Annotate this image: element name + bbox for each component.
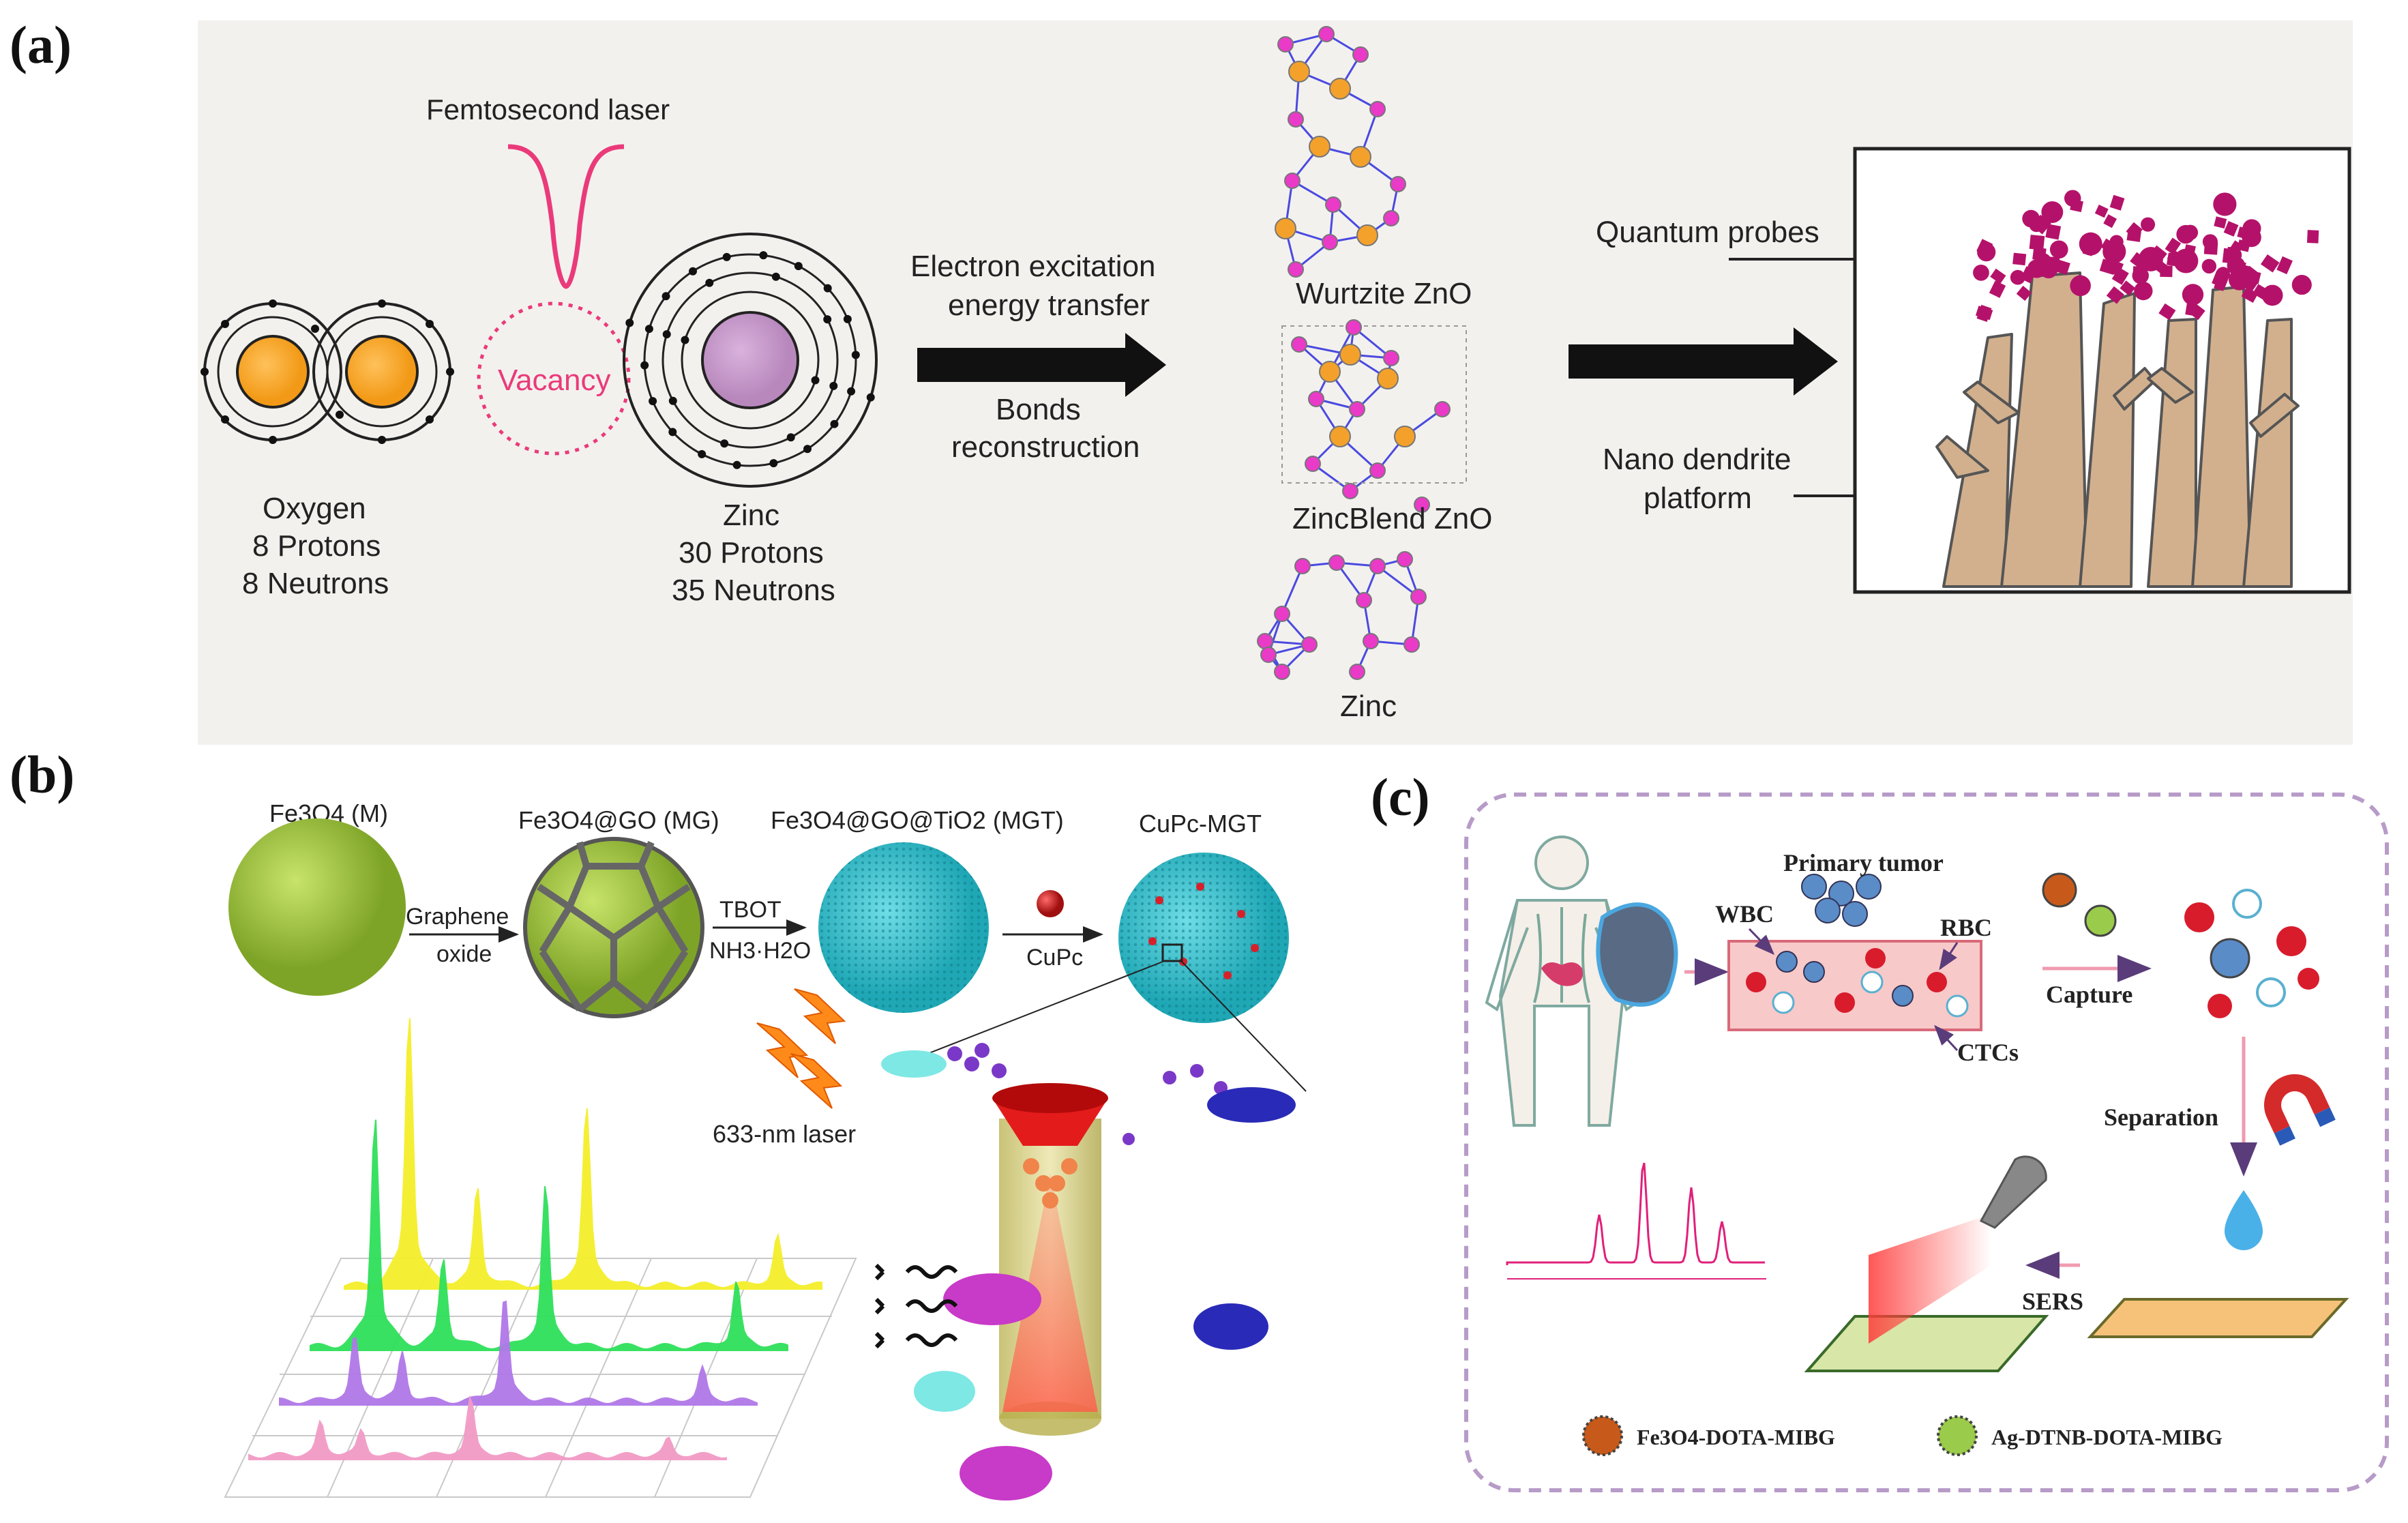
tumor-blob	[1596, 902, 1678, 1007]
substrate-left	[1804, 1315, 2049, 1372]
magnet-icon	[2264, 1074, 2336, 1146]
zinc-neutrons: 35 Neutrons	[672, 574, 835, 607]
zoom-line-1	[927, 961, 1163, 1054]
label-rbc: RBC	[1940, 914, 1992, 941]
reagent-oxide: oxide	[436, 941, 492, 967]
organ-intestine	[1541, 962, 1583, 986]
reagent-graphene: Graphene	[406, 904, 509, 930]
platform-label-2: platform	[1644, 482, 1752, 515]
legend-fe3o4-label: Fe3O4-DOTA-MIBG	[1637, 1425, 1835, 1449]
sers-spectrum	[1506, 1162, 1766, 1280]
droplet	[2225, 1190, 2263, 1250]
pointer-wbc	[1748, 928, 1775, 956]
laser-label: Femtosecond laser	[426, 93, 670, 125]
label-wbc: WBC	[1715, 900, 1774, 928]
oxygen-protons: 8 Protons	[252, 529, 381, 563]
laser-633-label: 633-nm laser	[713, 1120, 856, 1148]
tio2-sphere	[818, 842, 989, 1013]
structure-wurtzite: Wurtzite ZnO	[1296, 277, 1472, 310]
oxygen-neutrons: 8 Neutrons	[242, 567, 389, 600]
zoom-line-2	[1181, 961, 1307, 1092]
step-label-cupc-mgt: CuPc-MGT	[1139, 810, 1262, 838]
blood-vessel	[1727, 874, 1982, 1031]
excitation-beam	[1869, 1214, 1991, 1344]
oxygen-name: Oxygen	[263, 492, 366, 525]
raman-spectra	[248, 1018, 822, 1460]
oxygen-atom-right	[312, 299, 454, 444]
floating-discs	[881, 1050, 1296, 1500]
zinc-electrons	[625, 251, 875, 469]
probe-label: Quantum probes	[1596, 216, 1819, 249]
crystal-lattices	[1257, 26, 1467, 680]
laser-pulse	[507, 144, 625, 289]
fiber-probe	[992, 1083, 1108, 1436]
panel-label-c: (c)	[1371, 767, 1430, 827]
captured-cells	[2184, 889, 2319, 1018]
process-line-1: Electron excitation	[910, 250, 1156, 283]
graphene-oxide-sphere	[523, 837, 704, 1018]
signal-wavy-arrows	[874, 1263, 958, 1349]
vacancy-label: Vacancy	[498, 364, 611, 397]
zinc-atom	[623, 233, 878, 488]
vacancy-circle	[477, 301, 631, 456]
reagent-nh3: NH3·H2O	[709, 938, 811, 964]
platform-label-1: Nano dendrite	[1603, 443, 1791, 476]
label-capture: Capture	[2046, 981, 2132, 1008]
legend-ag-label: Ag-DTNB-DOTA-MIBG	[1991, 1425, 2223, 1449]
label-primary-tumor: Primary tumor	[1783, 849, 1944, 876]
label-separation: Separation	[2104, 1104, 2218, 1131]
pointer-rbc	[1939, 942, 1959, 971]
process-line-2: energy transfer	[948, 289, 1150, 322]
step-label-mg: Fe3O4@GO (MG)	[518, 806, 719, 834]
spectra-grid	[224, 1258, 857, 1498]
process-line-3: Bonds	[996, 393, 1081, 426]
cupc-mgt-sphere	[1118, 853, 1289, 1023]
zinc-name: Zinc	[723, 499, 779, 532]
cupc-molecule	[1037, 890, 1064, 917]
reagent-cupc: CuPc	[1026, 945, 1083, 971]
legend-fe3o4-icon	[1582, 1415, 1623, 1456]
panel-c-frame	[1464, 793, 2389, 1492]
microscope-tip	[1979, 1155, 2047, 1229]
purple-nanoparticles	[947, 1043, 1228, 1145]
oxygen-atom-left	[200, 299, 342, 444]
panel-label-b: (b)	[10, 745, 74, 804]
dendrite-arrow	[1569, 327, 1838, 396]
quantum-probes	[1973, 190, 2319, 322]
structure-zinc: Zinc	[1340, 690, 1397, 723]
label-ctcs: CTCs	[1957, 1039, 2019, 1066]
process-arrow	[917, 333, 1166, 397]
zinc-protons: 30 Protons	[679, 536, 824, 570]
laser-zigzags	[756, 988, 846, 1109]
fe3o4-sphere	[228, 818, 406, 996]
nano-dendrite-box	[1853, 147, 2351, 594]
capture-probes-icon	[2042, 872, 2117, 937]
step-label-mgt: Fe3O4@GO@TiO2 (MGT)	[771, 806, 1064, 834]
process-line-4: reconstruction	[951, 430, 1140, 464]
pointer-ctcs	[1933, 1024, 1959, 1052]
structure-zincblend: ZincBlend ZnO	[1292, 502, 1492, 535]
legend-ag-icon	[1937, 1415, 1978, 1456]
reagent-tbot: TBOT	[719, 897, 782, 923]
panel-label-a: (a)	[10, 15, 72, 74]
label-sers: SERS	[2022, 1288, 2083, 1315]
substrate-right	[2087, 1298, 2349, 1338]
